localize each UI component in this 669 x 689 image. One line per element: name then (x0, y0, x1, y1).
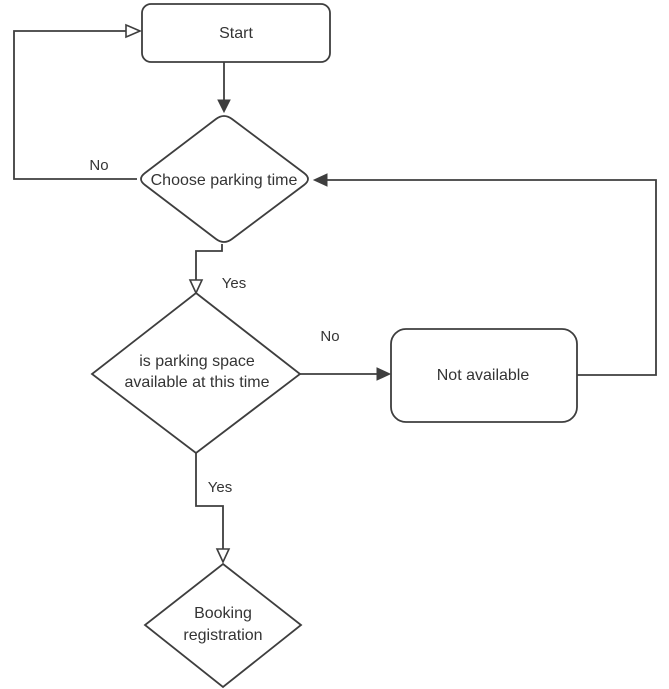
arrowhead-solid-down-choose (217, 99, 231, 114)
node-space-available (90, 291, 302, 455)
node-not-available (390, 328, 578, 423)
arrowhead-open-down-available (188, 279, 204, 295)
node-start-label: Start (219, 25, 253, 42)
edge-label-available-no: No (320, 328, 339, 345)
arrowhead-solid-right-notavailable (376, 367, 392, 381)
node-booking-registration-label-line1: Booking (194, 605, 252, 622)
node-choose-parking-time (140, 115, 309, 243)
arrowhead-open-right-start (125, 23, 143, 39)
arrowhead-open-down-booking (215, 548, 231, 564)
edge-notavailable-to-choose (327, 179, 657, 376)
edge-label-available-yes: Yes (208, 479, 232, 496)
edge-choose-no-to-start (13, 30, 137, 180)
edge-label-choose-no: No (89, 157, 108, 174)
node-not-available-label: Not available (437, 367, 530, 384)
node-booking-registration (143, 562, 303, 689)
node-space-available-label-line2: available at this time (125, 374, 270, 391)
edge-available-yes-to-booking (195, 453, 224, 549)
edge-label-choose-yes: Yes (222, 275, 246, 292)
node-booking-registration-label-line2: registration (183, 627, 262, 644)
node-start (141, 3, 331, 63)
node-choose-parking-time-label: Choose parking time (151, 172, 298, 189)
node-space-available-label-line1: is parking space (139, 353, 255, 370)
arrowhead-solid-left-choose (312, 173, 328, 187)
edge-choose-yes-to-available (195, 244, 223, 280)
